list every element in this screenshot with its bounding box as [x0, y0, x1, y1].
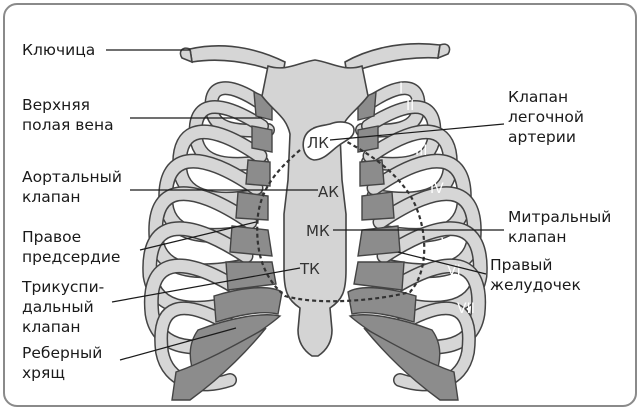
label-costal-cartilage: Реберный хрящ	[22, 344, 107, 382]
label-clavicle: Ключица	[22, 41, 95, 59]
rib-numeral-4: IV	[430, 181, 444, 197]
rib-numeral-5: V	[441, 236, 451, 252]
valve-label-lk: ЛК	[307, 134, 329, 152]
label-right-ventricle: Правый желудочек	[490, 256, 581, 294]
label-superior-vena-cava: Верхняя полая вена	[22, 96, 114, 134]
label-tricuspid-valve: Трикуспи- дальный клапан	[21, 278, 109, 336]
rib-numeral-2: II	[406, 98, 414, 114]
label-mitral-valve: Митральный клапан	[508, 208, 616, 246]
valve-label-mk: МК	[306, 222, 330, 240]
label-aortic-valve: Аортальный клапан	[22, 168, 127, 206]
label-right-atrium: Правое предсердие	[22, 228, 120, 266]
valve-label-ak: АК	[318, 183, 339, 201]
rib-numeral-7: VII	[457, 301, 475, 317]
label-pulmonary-valve: Клапан легочной артерии	[508, 88, 589, 146]
clavicle-right-end	[438, 44, 450, 58]
rib-numeral-1: I	[399, 81, 403, 97]
labels-right: Клапан легочной артерии Митральный клапа…	[490, 88, 616, 294]
valve-label-tk: ТК	[299, 260, 320, 278]
labels-left: Ключица Верхняя полая вена Аортальный кл…	[21, 41, 127, 382]
rib-numeral-3: III	[415, 143, 427, 159]
